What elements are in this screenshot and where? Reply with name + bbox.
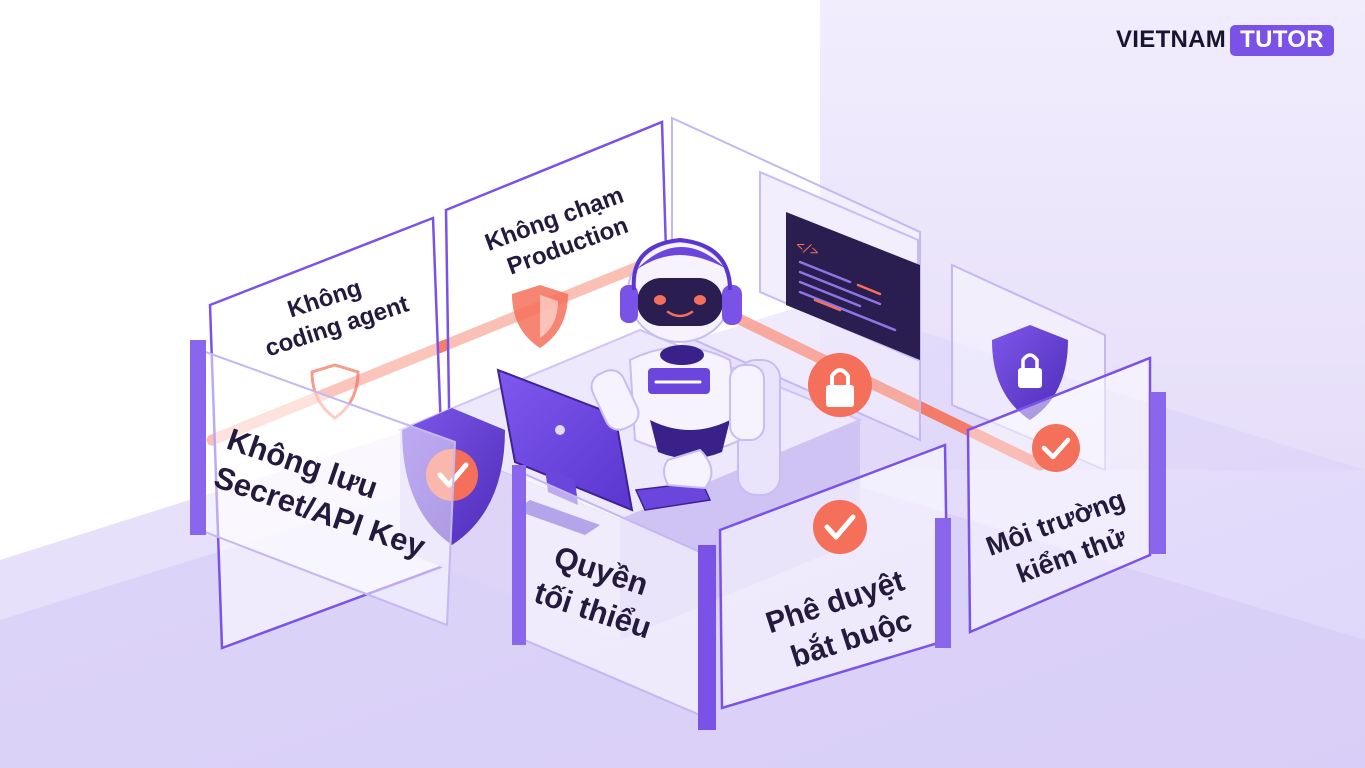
brand-name-right: TUTOR bbox=[1230, 24, 1334, 56]
brand-name-left: VIETNAM bbox=[1116, 26, 1227, 53]
shield-lock-icon bbox=[992, 325, 1068, 420]
lock-icon bbox=[808, 353, 872, 417]
robot-coding-agent bbox=[590, 237, 781, 496]
shield-icon bbox=[512, 285, 568, 348]
code-window-icon: </> bbox=[786, 212, 920, 360]
brand-logo: VIETNAM TUTOR bbox=[1116, 24, 1334, 56]
check-circle-icon bbox=[813, 500, 867, 554]
front-panels bbox=[190, 340, 1166, 730]
check-circle-icon bbox=[1032, 424, 1080, 472]
